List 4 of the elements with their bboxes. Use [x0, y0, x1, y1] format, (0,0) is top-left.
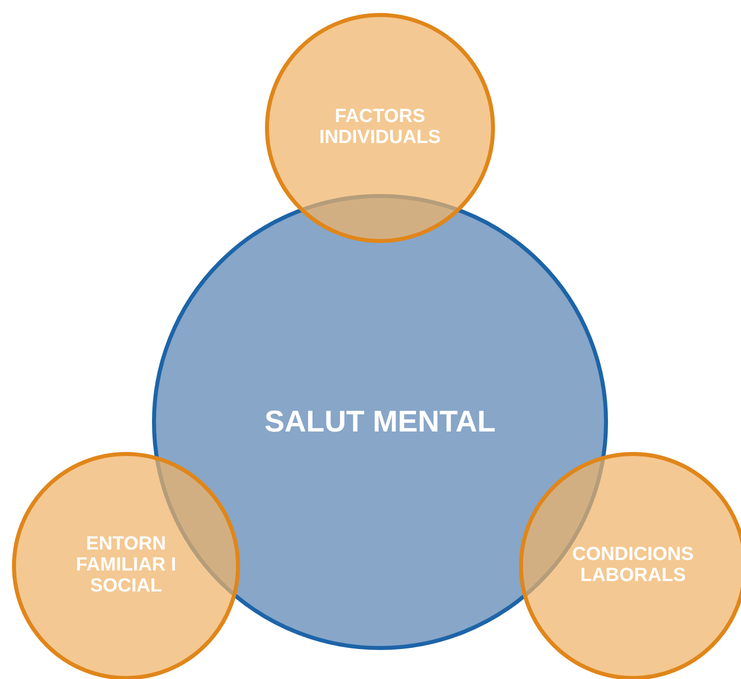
circle-label: CONDICIONS LABORALS	[571, 545, 695, 587]
circle-label: SALUT MENTAL	[263, 406, 497, 438]
circle-label: FACTORS INDIVIDUALS	[318, 107, 442, 149]
circle-label: ENTORN FAMILIAR I SOCIAL	[74, 534, 178, 598]
